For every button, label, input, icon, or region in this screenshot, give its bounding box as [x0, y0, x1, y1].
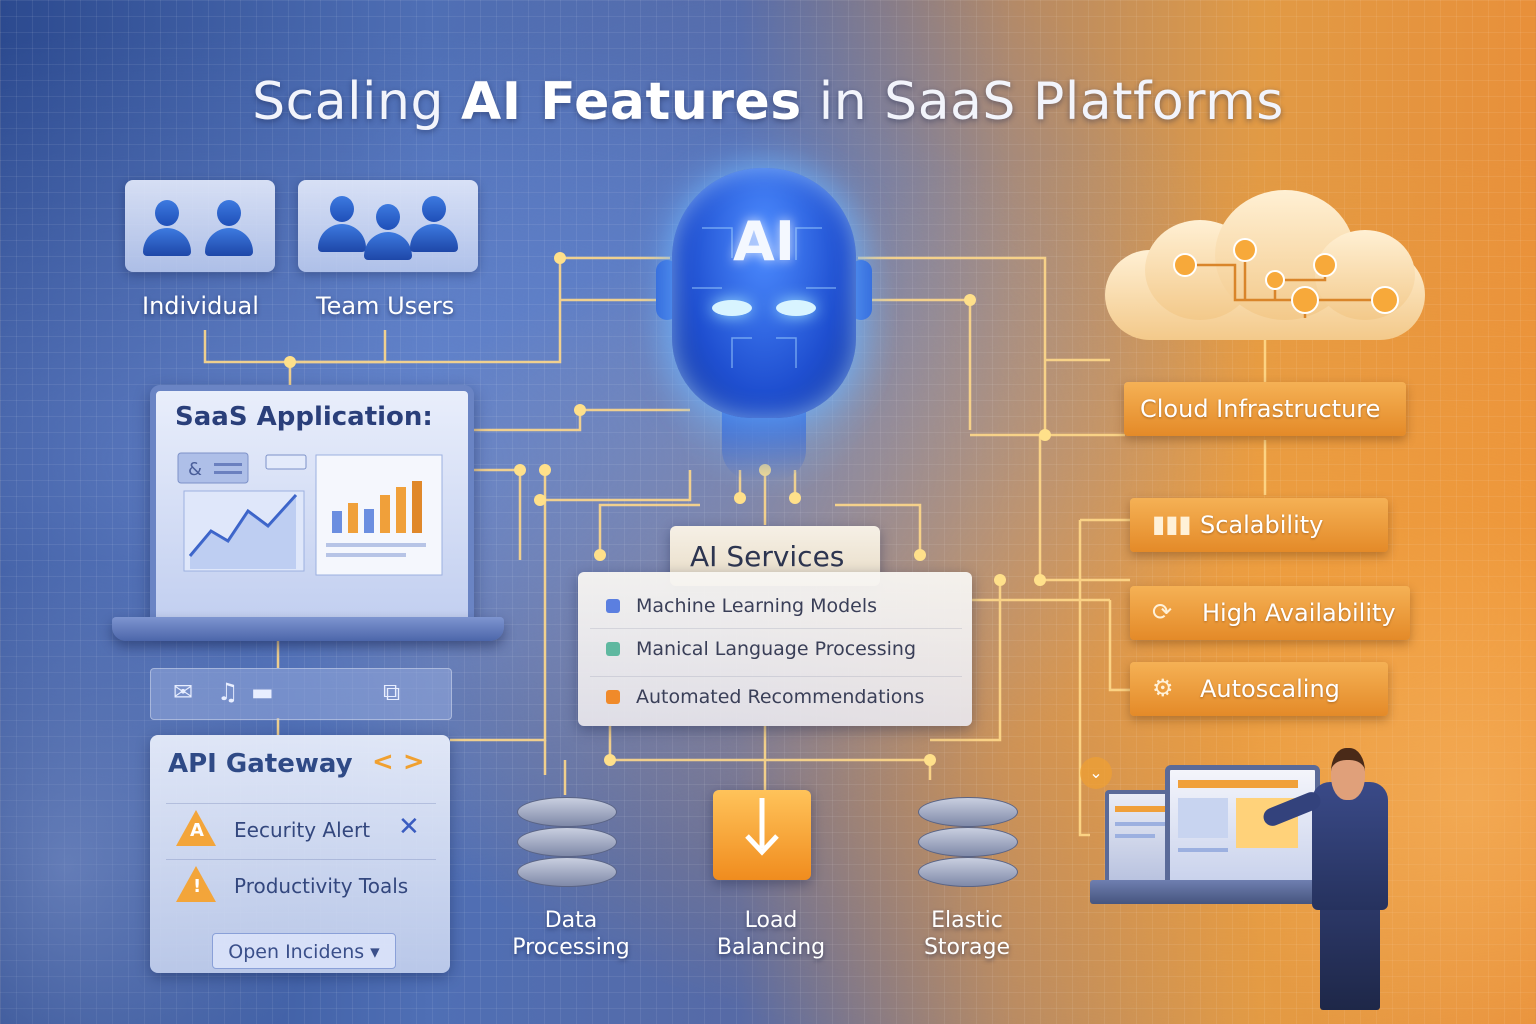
scalability-text: Scalability	[1200, 511, 1324, 539]
monitor-icon	[1165, 765, 1320, 887]
api-gateway-panel: API Gateway < > A Eecurity Alert ✕ ! Pro…	[150, 735, 450, 973]
api-gateway-title: API Gateway	[168, 749, 353, 779]
open-incidents-dropdown[interactable]: Open Incidens ▾	[212, 933, 396, 969]
individual-label: Individual	[142, 292, 259, 320]
team-user-icon	[410, 196, 458, 252]
data-processing-label: Data Processing	[512, 908, 630, 960]
camera-icon[interactable]: ⧉	[383, 678, 401, 706]
cloud-infrastructure-text: Cloud Infrastructure	[1140, 395, 1381, 423]
autoscaling-text: Autoscaling	[1200, 675, 1340, 703]
ai-services-panel: Machine Learning Models Manical Language…	[578, 572, 972, 726]
page-title: Scaling AI Features in SaaS Platforms	[0, 72, 1536, 132]
dashboard-graphics: &	[177, 452, 443, 576]
user-icon	[205, 200, 253, 256]
gears-icon: ⚙	[1152, 674, 1174, 702]
svg-text:&: &	[188, 459, 202, 480]
checkbox-icon	[606, 690, 620, 704]
cloud-icon	[1105, 190, 1425, 340]
chevron-down-icon[interactable]: ⌄	[1080, 757, 1112, 789]
ai-left-eye	[712, 300, 752, 316]
security-alert-row[interactable]: A Eecurity Alert ✕	[166, 803, 436, 854]
individual-user-card	[125, 180, 275, 272]
cloud-infrastructure-label: Cloud Infrastructure	[1124, 382, 1406, 436]
user-icon	[143, 200, 191, 256]
title-part-2: in SaaS Platforms	[801, 72, 1284, 132]
warning-icon	[176, 866, 216, 902]
team-user-icon	[318, 196, 366, 252]
circuit-pattern	[692, 227, 836, 368]
shuffle-icon[interactable]: ✕	[398, 812, 420, 842]
team-users-card	[298, 180, 478, 272]
database-icon	[517, 795, 617, 890]
service-label: Machine Learning Models	[636, 595, 878, 617]
laptop-base	[112, 617, 504, 641]
ai-label: AI	[733, 210, 795, 273]
cycle-icon: ⟳	[1152, 598, 1173, 626]
title-part-bold: AI Features	[461, 72, 802, 132]
presenter-person	[1312, 782, 1388, 910]
productivity-tools-label: Productivity Toals	[234, 874, 409, 898]
service-item[interactable]: Machine Learning Models	[590, 586, 962, 626]
app-icon-bar: ✉ ♫ ▬ ⧉	[150, 668, 452, 720]
autoscaling-label: ⚙ Autoscaling	[1130, 662, 1388, 716]
warning-badge: A	[190, 820, 204, 841]
productivity-tools-row[interactable]: ! Productivity Toals	[166, 859, 436, 910]
high-availability-text: High Availability	[1202, 599, 1396, 627]
load-balancing-label: Load Balancing	[716, 908, 826, 960]
storage-icon	[918, 795, 1018, 890]
title-part-1: Scaling	[252, 72, 461, 132]
service-item[interactable]: Automated Recommendations	[590, 676, 962, 717]
service-item[interactable]: Manical Language Processing	[590, 628, 962, 669]
mail-icon[interactable]: ✉	[173, 678, 194, 706]
music-icon[interactable]: ♫	[217, 678, 239, 706]
service-label: Automated Recommendations	[636, 686, 925, 708]
warning-badge: !	[193, 876, 202, 897]
elastic-storage-label: Elastic Storage	[923, 908, 1011, 960]
high-availability-label: ⟳ High Availability	[1130, 586, 1410, 640]
load-balancer-icon	[713, 790, 811, 880]
service-label: Manical Language Processing	[636, 638, 917, 660]
ai-right-eye	[776, 300, 816, 316]
bar-chart-icon: ▮▮▮	[1152, 510, 1192, 538]
person-head	[1331, 748, 1365, 800]
ai-head-icon	[672, 168, 856, 418]
language-icon	[606, 642, 620, 656]
team-users-label: Team Users	[316, 292, 455, 320]
ai-services-title: AI Services	[690, 540, 845, 573]
warning-icon	[176, 810, 216, 846]
security-alert-label: Eecurity Alert	[234, 818, 371, 842]
folder-icon[interactable]: ▬	[251, 678, 274, 706]
code-arrows-icon: < >	[372, 747, 425, 777]
saas-application-title: SaaS Application:	[175, 402, 433, 432]
person-legs	[1320, 905, 1380, 1010]
scalability-label: ▮▮▮ Scalability	[1130, 498, 1388, 552]
team-user-icon	[364, 204, 412, 260]
model-icon	[606, 599, 620, 613]
desk	[1090, 880, 1340, 904]
